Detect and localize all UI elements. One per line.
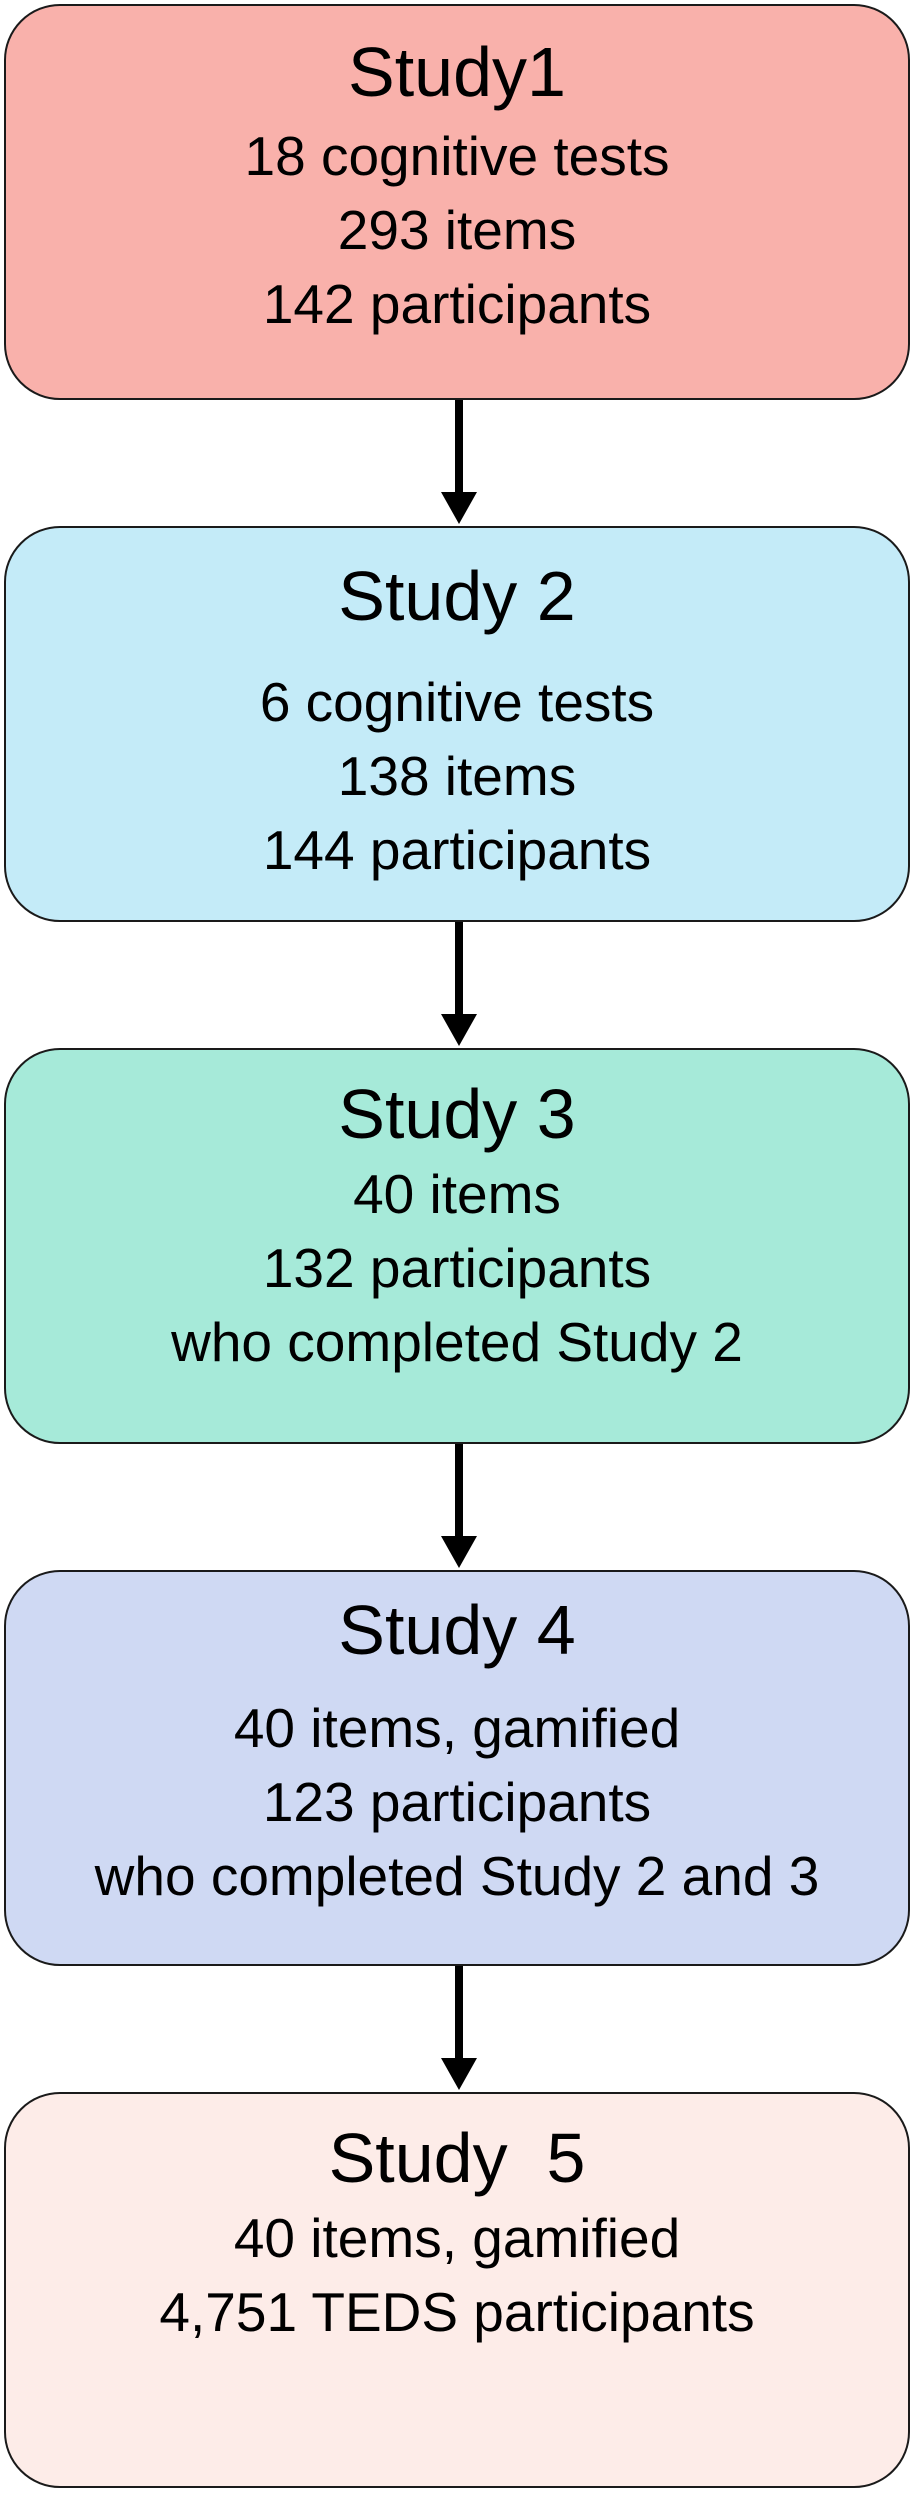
study-4-box: Study 4 40 items, gamified 123 participa… <box>4 1570 910 1966</box>
study-3-title: Study 3 <box>338 1075 576 1153</box>
study-1-line-2: 293 items <box>337 199 577 261</box>
arrow-down-4 <box>441 1966 477 2090</box>
study-2-line-1: 6 cognitive tests <box>259 671 655 733</box>
study-2-line-3: 144 participants <box>262 819 652 881</box>
study-1-box: Study1 18 cognitive tests 293 items 142 … <box>4 4 910 400</box>
study-1-line-3: 142 participants <box>262 273 652 335</box>
study-2-title: Study 2 <box>338 557 576 635</box>
study-5-box: Study 5 40 items, gamified 4,751 TEDS pa… <box>4 2092 910 2488</box>
study-4-line-1: 40 items, gamified <box>233 1697 681 1759</box>
arrow-down-1 <box>441 400 477 524</box>
study-1-line-1: 18 cognitive tests <box>244 125 670 187</box>
study-2-line-2: 138 items <box>337 745 577 807</box>
study-4-line-2: 123 participants <box>262 1771 652 1833</box>
study-3-line-1: 40 items <box>353 1163 561 1225</box>
study-3-line-3: who completed Study 2 <box>171 1311 743 1373</box>
study-3-line-2: 132 participants <box>262 1237 652 1299</box>
arrow-down-2 <box>441 922 477 1046</box>
study-3-box: Study 3 40 items 132 participants who co… <box>4 1048 910 1444</box>
arrow-down-3 <box>441 1444 477 1568</box>
study-1-title: Study1 <box>348 33 566 111</box>
study-5-line-1: 40 items, gamified <box>233 2207 681 2269</box>
study-4-line-3: who completed Study 2 and 3 <box>94 1845 820 1907</box>
study-5-title: Study 5 <box>328 2119 586 2197</box>
study-2-box: Study 2 6 cognitive tests 138 items 144 … <box>4 526 910 922</box>
study-5-line-2: 4,751 TEDS participants <box>159 2281 755 2343</box>
study-4-title: Study 4 <box>338 1591 576 1669</box>
